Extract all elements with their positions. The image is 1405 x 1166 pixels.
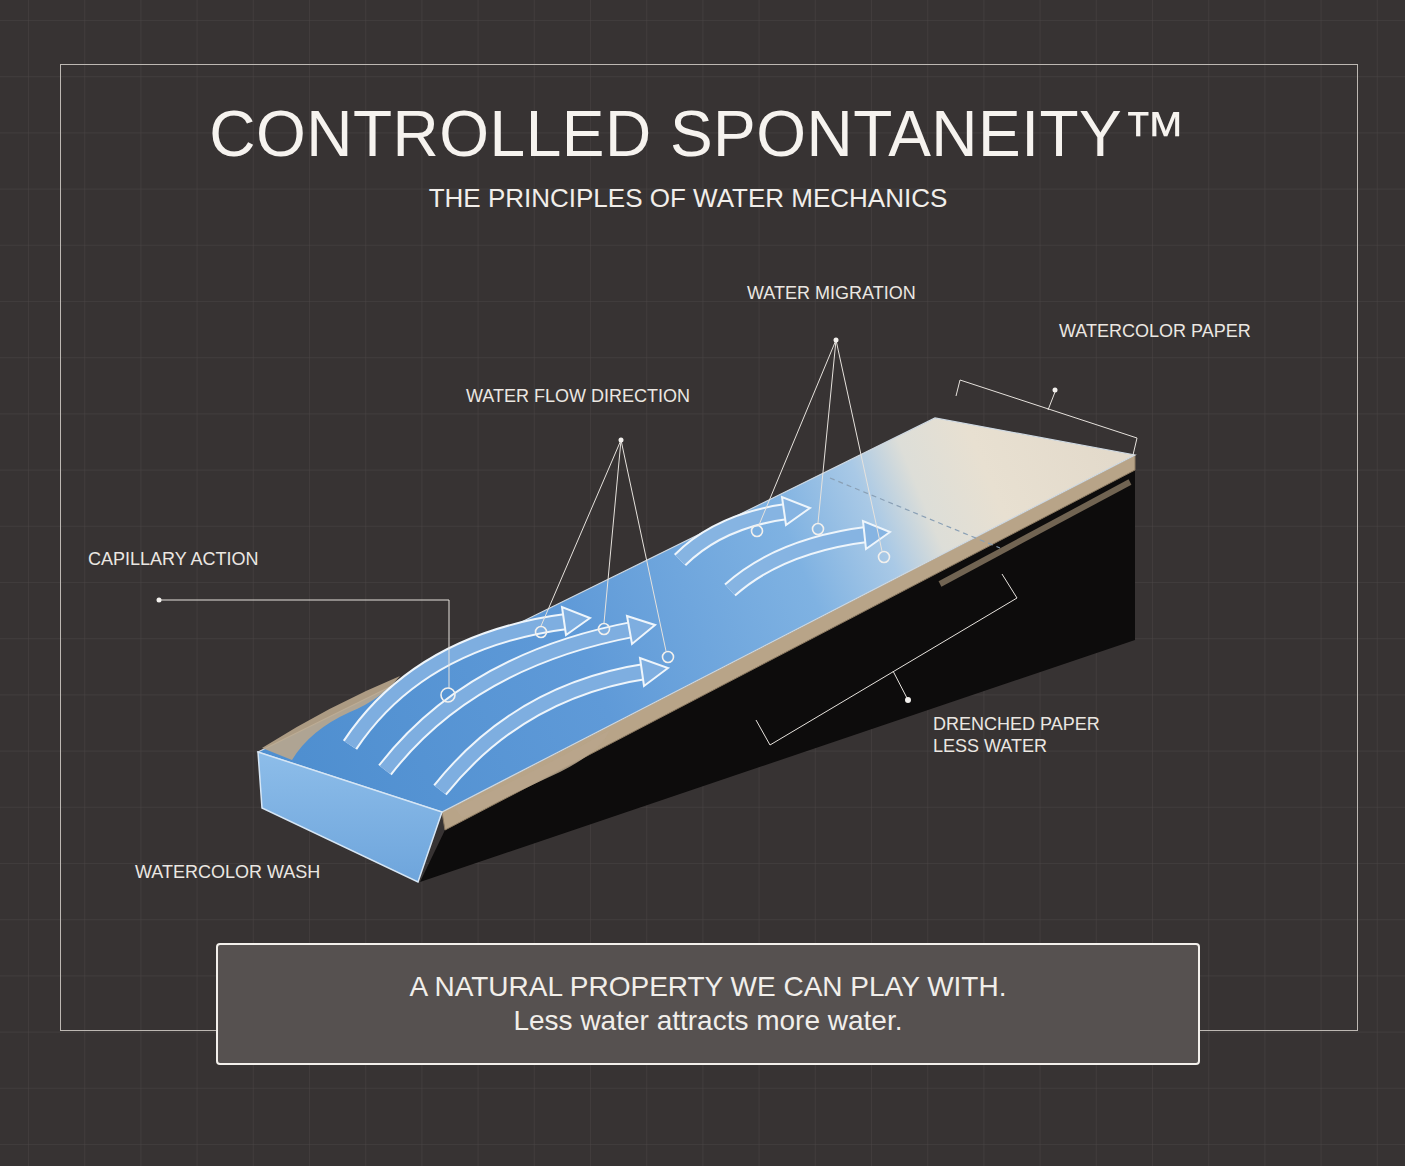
callout-label: WATERCOLOR WASH bbox=[135, 862, 375, 884]
callout-label: DRENCHED PAPER LESS WATER bbox=[933, 714, 1113, 757]
leader-dot bbox=[619, 438, 624, 443]
leader-ring bbox=[441, 688, 455, 702]
leader-ring bbox=[813, 524, 824, 535]
title: CONTROLLED SPONTANEITY™ bbox=[0, 98, 1396, 172]
callout-label: CAPILLARY ACTION bbox=[88, 549, 328, 571]
leader-dot bbox=[834, 338, 839, 343]
caption-text: A NATURAL PROPERTY WE CAN PLAY WITH. bbox=[410, 970, 1007, 1004]
callout-label: WATERCOLOR PAPER bbox=[1059, 321, 1319, 343]
leader-ring bbox=[663, 652, 674, 663]
leader-ring bbox=[752, 526, 763, 537]
arrow-head bbox=[627, 616, 655, 644]
leader-rings bbox=[441, 524, 890, 703]
arrow-body bbox=[385, 629, 635, 770]
leader-line bbox=[759, 340, 882, 551]
arrow-head bbox=[562, 607, 590, 635]
leader-dot bbox=[157, 598, 162, 603]
caption-text: Less water attracts more water. bbox=[513, 1004, 902, 1038]
arrow-body bbox=[350, 621, 570, 745]
leader-dots bbox=[157, 338, 1058, 704]
arrow-body bbox=[440, 671, 648, 790]
callout-label: WATER FLOW DIRECTION bbox=[466, 386, 756, 408]
flow-arrows bbox=[350, 497, 890, 790]
arrow-body bbox=[385, 629, 635, 770]
leader-line bbox=[541, 440, 666, 651]
callout-label: WATER MIGRATION bbox=[747, 283, 987, 305]
leader-ring bbox=[879, 552, 890, 563]
leader-line bbox=[159, 600, 449, 688]
subtitle: THE PRINCIPLES OF WATER MECHANICS bbox=[0, 183, 1376, 214]
arrow-body bbox=[440, 671, 648, 790]
leader-dot bbox=[1053, 388, 1058, 393]
leader-ring bbox=[599, 624, 610, 635]
leader-lines bbox=[159, 340, 1137, 745]
arrow-head bbox=[782, 497, 810, 525]
arrow-body bbox=[350, 621, 570, 745]
caption-box: A NATURAL PROPERTY WE CAN PLAY WITH.Less… bbox=[216, 943, 1200, 1065]
arrow-body bbox=[730, 534, 870, 590]
leader-ring bbox=[536, 627, 547, 638]
paper-fibers bbox=[940, 482, 1130, 584]
arrow-head bbox=[640, 658, 668, 686]
bracket bbox=[956, 380, 1137, 455]
arrow-body bbox=[730, 534, 870, 590]
wash-surface bbox=[258, 418, 1135, 812]
leader-dot bbox=[905, 697, 911, 703]
